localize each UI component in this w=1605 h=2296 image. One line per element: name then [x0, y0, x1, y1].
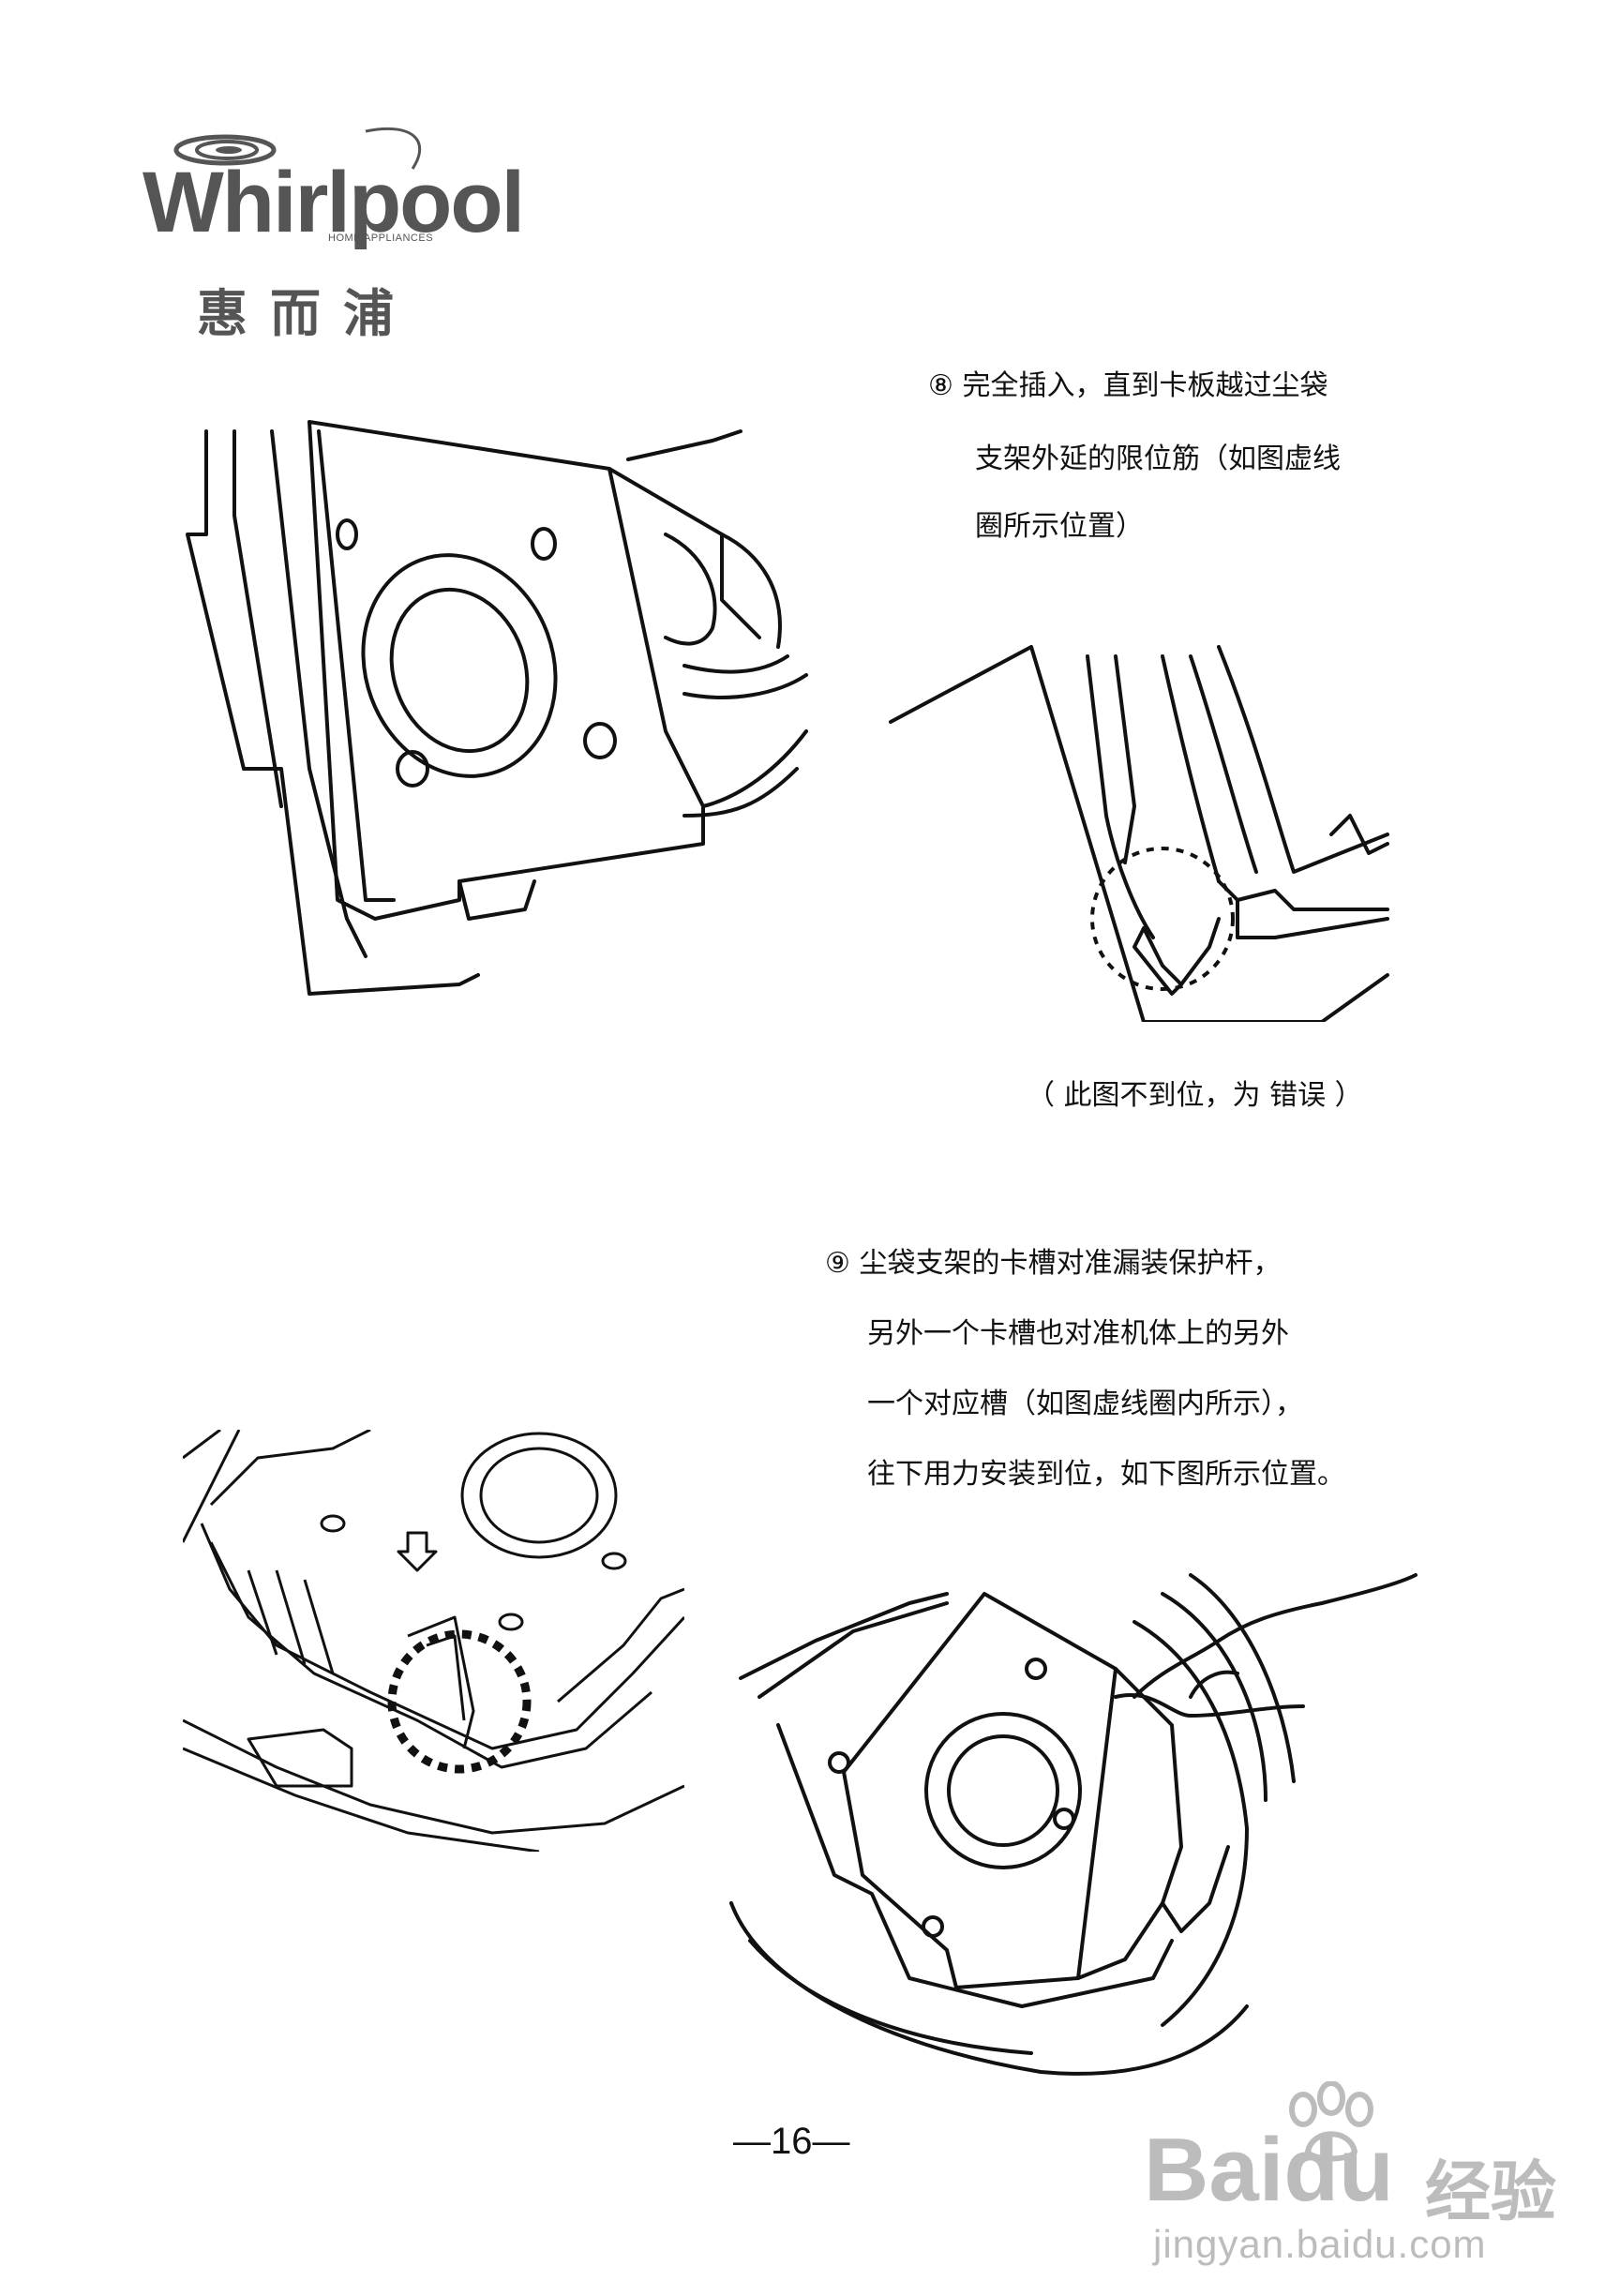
- step9-line-1: ⑨ 尘袋支架的卡槽对准漏装保护杆，: [825, 1245, 1281, 1282]
- installed-bag-illustration: [729, 1573, 1418, 2076]
- brand-chinese: 惠而浦: [197, 284, 416, 343]
- step9-line-4: 往下用力安装到位，如下图所示位置。: [867, 1458, 1345, 1491]
- paw-icon: [1289, 2081, 1373, 2162]
- step9-line-2: 另外一个卡槽也对准机体上的另外: [867, 1317, 1289, 1350]
- slot-alignment-illustration: [183, 1430, 684, 1852]
- swirl-icon: [173, 127, 422, 170]
- bag-insert-illustration: [186, 420, 808, 996]
- step8-line-2: 支架外延的限位筋（如图虚线: [975, 443, 1341, 475]
- step8-line-3: 圈所示位置）: [975, 510, 1144, 543]
- step8-line-1: ⑧ 完全插入，直到卡板越过尘袋: [928, 368, 1328, 404]
- step9-marker: ⑨: [825, 1247, 850, 1280]
- step8-text-1: 完全插入，直到卡板越过尘袋: [962, 369, 1328, 402]
- brand-subline: HOME APPLIANCES: [328, 233, 434, 244]
- watermark-product: 经验: [1425, 2153, 1556, 2230]
- step8-marker: ⑧: [928, 369, 953, 402]
- page-number: —16—: [733, 2121, 850, 2162]
- brand-wordmark: Whirlpool: [142, 155, 525, 250]
- bag-detail-illustration: [889, 645, 1389, 1022]
- step9-text-1: 尘袋支架的卡槽对准漏装保护杆，: [859, 1247, 1282, 1280]
- watermark-url: jingyan.baidu.com: [1153, 2222, 1487, 2266]
- watermark-brand: Baidu: [1144, 2119, 1394, 2222]
- brand-logo: Whirlpool HOME APPLIANCES 惠而浦: [131, 122, 525, 347]
- watermark-bai: Bai: [1144, 2120, 1284, 2220]
- watermark-du: du: [1283, 2120, 1394, 2220]
- step8-caption: （ 此图不到位，为 错误 ）: [1027, 1079, 1363, 1112]
- step9-line-3: 一个对应槽（如图虚线圈内所示），: [867, 1388, 1303, 1420]
- watermark: Baidu 经验 jingyan.baidu.com: [1144, 2081, 1556, 2269]
